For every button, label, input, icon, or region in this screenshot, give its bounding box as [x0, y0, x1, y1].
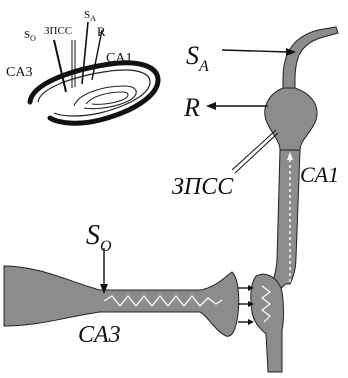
label-ca1: CA1	[300, 162, 339, 187]
inset-label-ca3: CA3	[6, 65, 32, 80]
inset-label-ca1: CA1	[106, 51, 132, 66]
inset-label-sa: SA	[84, 9, 96, 23]
ca1-signal-head-top	[297, 74, 303, 80]
label-r: R	[183, 93, 200, 122]
ca3-axon-body	[4, 266, 239, 336]
hippocampal-slice-inset: SO ЗПСС SA R CA1 CA3	[6, 9, 158, 123]
ca1-soma	[265, 88, 317, 150]
inset-label-r: R	[97, 24, 106, 39]
inset-label-so: SO	[24, 29, 36, 43]
label-ca3: CA3	[78, 322, 121, 348]
r-arrow-head	[206, 102, 216, 110]
ca1-lower-dendrite	[251, 274, 284, 372]
zpss-electrode-b	[235, 133, 278, 173]
ca3-axon	[4, 266, 270, 336]
label-zpss: ЗПСС	[172, 174, 234, 200]
inset-label-zpss: ЗПСС	[44, 25, 72, 37]
zpss-electrode-a	[232, 130, 276, 170]
label-so: SO	[86, 220, 112, 255]
sa-arrow	[222, 50, 288, 52]
label-sa: SA	[186, 41, 209, 75]
dentate-gyrus-inner	[86, 92, 128, 104]
ca1-neuron	[251, 27, 338, 372]
